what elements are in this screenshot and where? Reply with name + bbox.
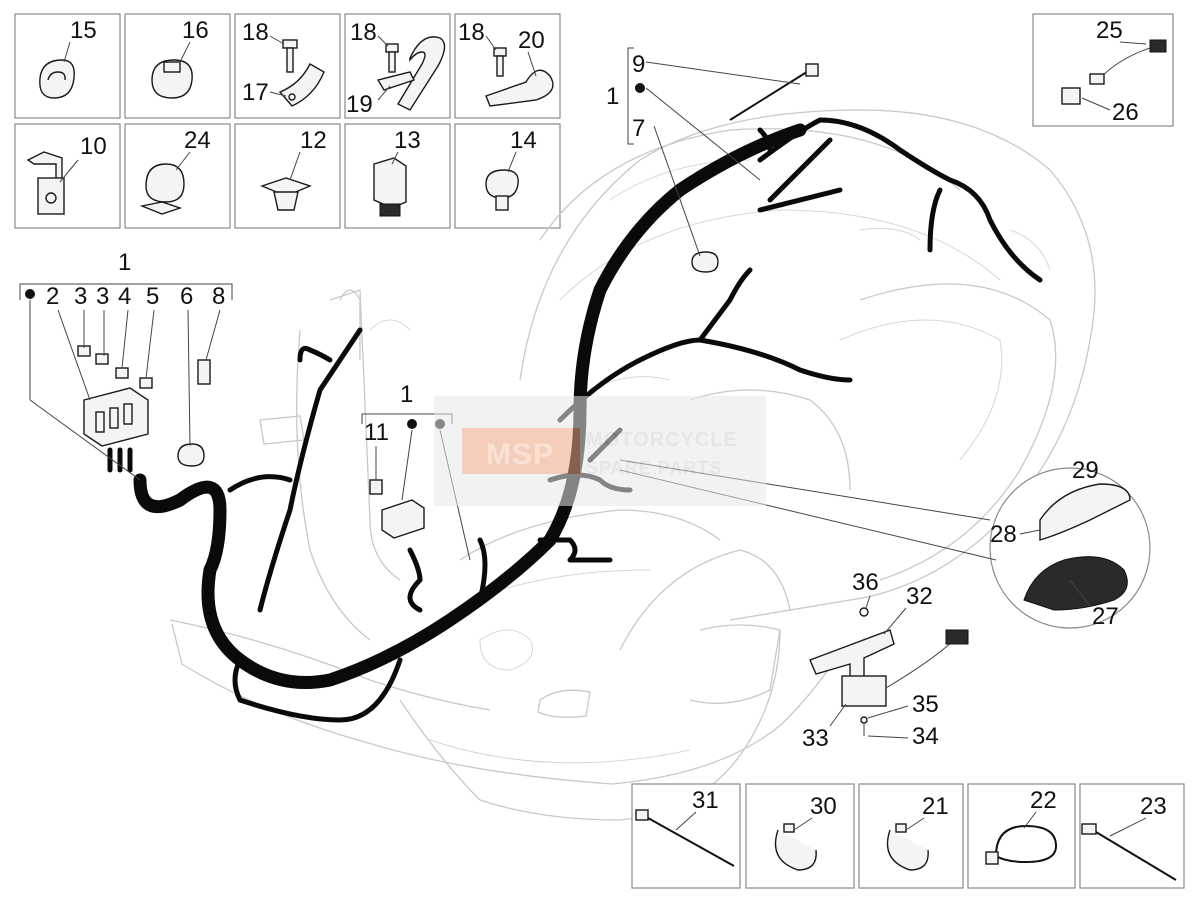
- label-15: 15: [70, 17, 97, 44]
- label-35: 35: [912, 691, 939, 718]
- part-box-13: 13: [344, 123, 451, 229]
- label-22: 22: [1030, 787, 1057, 814]
- tie-9: [729, 63, 819, 121]
- watermark-line2: SPARE PARTS: [586, 458, 722, 478]
- watermark: MSP MOTORCYCLE SPARE PARTS: [434, 396, 766, 506]
- part-box-22: 22: [967, 783, 1076, 889]
- label-1-left: 1: [118, 249, 131, 276]
- fuse-box-2: [83, 387, 149, 447]
- label-12: 12: [300, 127, 327, 154]
- clip-8: [197, 359, 211, 385]
- label-13: 13: [394, 127, 421, 154]
- label-36: 36: [852, 569, 879, 596]
- label-7: 7: [632, 115, 645, 142]
- part-box-12: 12: [234, 123, 341, 229]
- part-box-14: 14: [454, 123, 561, 229]
- label-5: 5: [146, 283, 159, 310]
- label-18b: 18: [350, 19, 377, 46]
- label-16: 16: [182, 17, 209, 44]
- label-27: 27: [1092, 603, 1119, 630]
- label-1-mid: 1: [400, 381, 413, 408]
- label-26: 26: [1112, 99, 1139, 126]
- label-10: 10: [80, 133, 107, 160]
- label-1-top: 1: [606, 83, 619, 110]
- label-20: 20: [518, 27, 545, 54]
- label-23: 23: [1140, 793, 1167, 820]
- label-8: 8: [212, 283, 225, 310]
- label-6: 6: [180, 283, 193, 310]
- label-28: 28: [990, 521, 1017, 548]
- label-17: 17: [242, 79, 269, 106]
- part-box-21: 21: [858, 783, 964, 889]
- detail-callout-27-29: 29 28 27: [619, 457, 1151, 630]
- label-34: 34: [912, 723, 939, 750]
- clip-6: [177, 443, 205, 467]
- part-box-25-26: 25 26: [1032, 13, 1174, 127]
- label-19: 19: [346, 91, 373, 118]
- label-32: 32: [906, 583, 933, 610]
- part-box-23: 23: [1079, 783, 1185, 889]
- part-box-31: 31: [631, 783, 741, 889]
- part-box-16: 16: [124, 13, 231, 119]
- label-11: 11: [364, 419, 389, 446]
- part-box-10: 10: [14, 123, 121, 229]
- part-box-15: 15: [14, 13, 121, 119]
- label-18c: 18: [458, 19, 485, 46]
- label-14: 14: [510, 127, 537, 154]
- watermark-logo-text: MSP: [486, 438, 554, 471]
- label-29: 29: [1072, 457, 1099, 484]
- clip-7: [691, 251, 719, 273]
- label-4: 4: [118, 283, 131, 310]
- label-33: 33: [802, 725, 829, 752]
- control-unit-32-36: 36 32 35 33 34: [802, 569, 969, 752]
- label-18a: 18: [242, 19, 269, 46]
- callouts-main: 9 1 7 1 2 3 3 4 5 6 8 1 11: [19, 47, 801, 561]
- part-box-30: 30: [745, 783, 855, 889]
- part-box-17-18: 18 17: [234, 13, 341, 119]
- part-box-18-19: 18 19: [344, 13, 451, 119]
- watermark-line1: MOTORCYCLE: [586, 429, 738, 451]
- label-25: 25: [1096, 17, 1123, 44]
- label-3a: 3: [74, 283, 87, 310]
- label-24: 24: [184, 127, 211, 154]
- label-9: 9: [632, 51, 645, 78]
- label-21: 21: [922, 793, 949, 820]
- label-30: 30: [810, 793, 837, 820]
- part-box-24: 24: [124, 123, 231, 229]
- fuses-3-3-4-5: [77, 345, 153, 389]
- fuse-holder-11: [369, 479, 425, 539]
- label-31: 31: [692, 787, 719, 814]
- label-3b: 3: [96, 283, 109, 310]
- part-box-18-20: 18 20: [454, 13, 561, 119]
- label-2: 2: [46, 283, 59, 310]
